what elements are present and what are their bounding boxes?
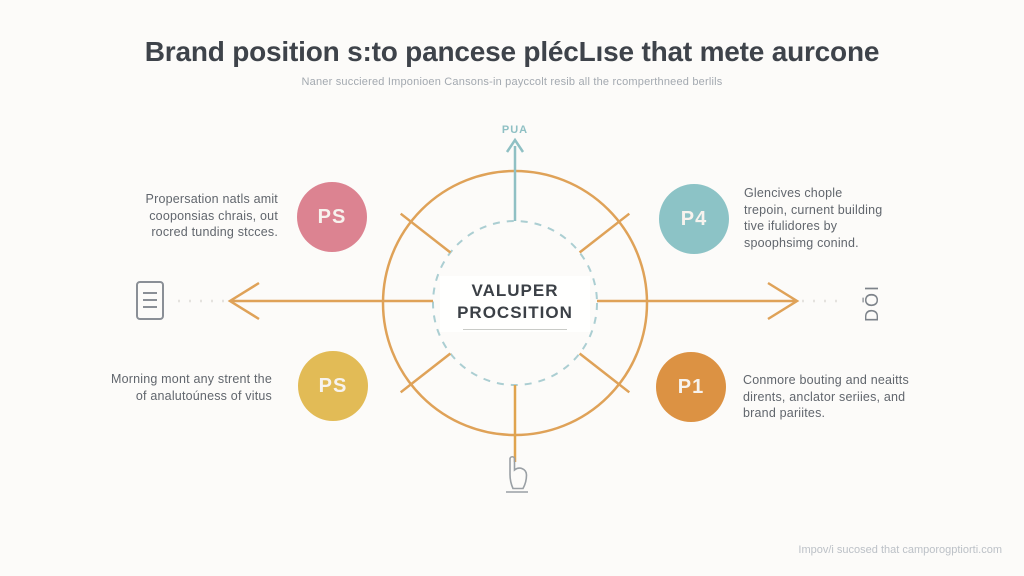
text-top-left: Propersation natls amit cooponsias chrai… — [68, 191, 278, 241]
top-arrow-label: PUA — [501, 124, 529, 136]
right-arrow-head — [767, 281, 800, 321]
page-title: Brand position s:to pancese plécLıse tha… — [144, 36, 880, 67]
text-bottom-right: Conmore bouting and neaitts dirents, anc… — [743, 372, 978, 422]
diagonal-spokes — [399, 212, 631, 394]
text-top-right-line2: trepoin, curnent building — [744, 202, 883, 217]
center-label-underline — [463, 329, 567, 330]
text-bottom-right-line1: Conmore bouting and neaitts — [743, 373, 909, 387]
text-bottom-left-line2: of analutoúness of vitus — [135, 388, 272, 403]
left-arrow — [227, 281, 433, 321]
document-icon — [136, 281, 164, 320]
text-top-right-line3: tive ifulidores by — [744, 219, 838, 233]
left-arrow-head — [227, 281, 260, 321]
footer-credit: Impov/i sucosed that camporogptiorti.com — [798, 544, 1002, 556]
page-subtitle: Naner succiered Imponioen Cansons-in pay… — [301, 76, 723, 88]
badge-bottom-right: P1 — [656, 352, 726, 422]
badge-top-right: P4 — [659, 184, 729, 254]
text-top-right-line1: Glencives chople — [744, 186, 843, 200]
text-bottom-right-line3: brand pariites. — [743, 406, 826, 420]
spoke-top-right — [578, 212, 631, 254]
spoke-bottom-right — [578, 352, 631, 394]
text-top-left-line2: cooponsias chrais, out — [149, 208, 278, 223]
hand-pointer-icon — [506, 455, 528, 493]
text-bottom-left: Morning mont any strent the of analutoún… — [52, 371, 272, 404]
badge-top-left: PS — [297, 182, 367, 252]
hand-pointer-outline — [509, 455, 528, 490]
top-arrow-head — [505, 137, 525, 153]
doi-rotated-icon: DŌI — [862, 284, 882, 322]
spoke-bottom-left — [399, 352, 452, 394]
text-bottom-right-line2: dirents, anclator seriies, and — [743, 389, 906, 404]
text-top-left-line3: rocred tunding stcces. — [151, 225, 278, 239]
document-icon-outline — [136, 281, 164, 320]
center-label: VALUPER PROCSITION — [440, 276, 590, 332]
right-arrow — [597, 281, 800, 321]
top-arrow — [505, 137, 525, 221]
text-top-right-line4: spoophsimg conind. — [744, 235, 859, 250]
badge-bottom-left: PS — [298, 351, 368, 421]
text-top-left-line1: Propersation natls amit — [145, 192, 278, 206]
center-label-line2: PROCSITION — [457, 303, 573, 322]
center-label-line1: VALUPER — [471, 281, 559, 300]
text-top-right: Glencives chople trepoin, curnent buildi… — [744, 185, 974, 251]
spoke-top-left — [399, 212, 452, 254]
text-bottom-left-line1: Morning mont any strent the — [110, 372, 272, 386]
